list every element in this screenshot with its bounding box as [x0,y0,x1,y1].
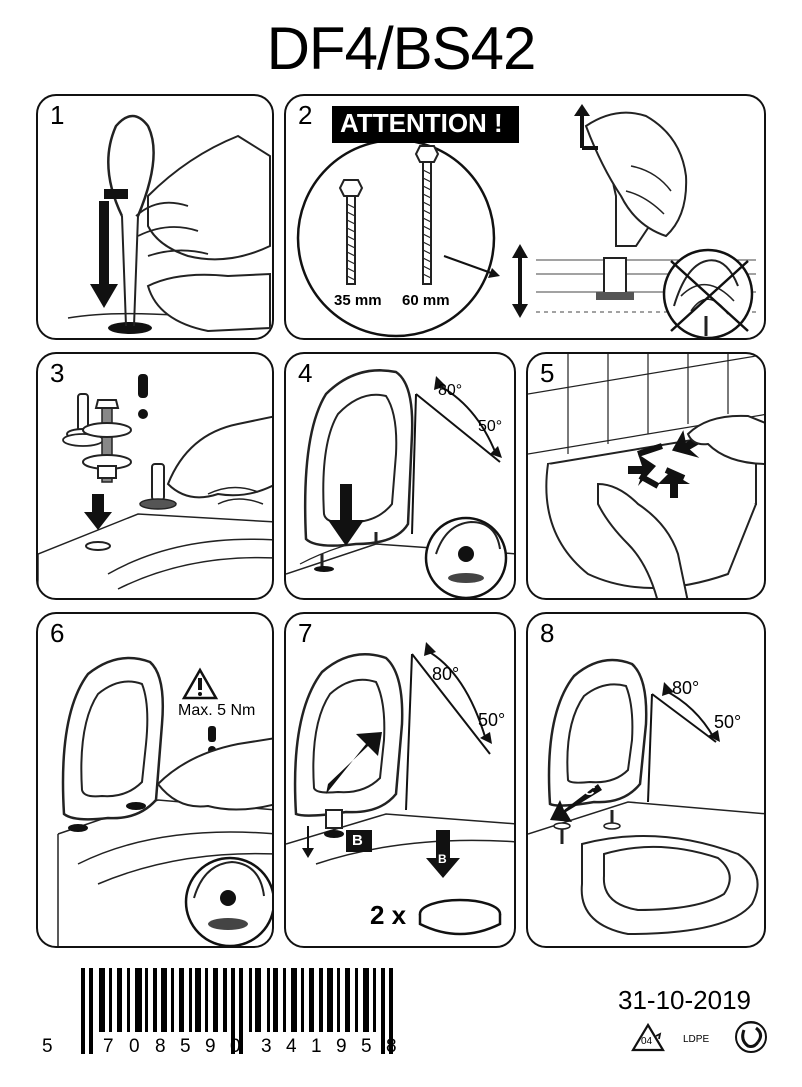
barcode-digit: 9 [205,1036,216,1057]
step-4-illustration [286,369,514,598]
step-5-illustration [528,354,764,598]
step-number: 6 [50,618,65,648]
label-c: C [584,782,595,799]
green-dot-icon [735,1021,767,1053]
barcode-digit: 8 [386,1036,397,1057]
step-3-panel: 3 [36,352,274,600]
barcode-digit: 5 [42,1036,53,1057]
step-number: 8 [540,618,555,648]
step-2-illustration [296,104,756,338]
step-5-panel: 5 [526,352,766,600]
bolt-60mm-label: 60 mm [402,292,450,309]
step-number: 2 [298,100,313,130]
barcode-digit: 1 [311,1036,322,1057]
angle-50-label: 50° [714,712,742,732]
barcode [81,968,393,1054]
step-4-panel: 4 80° 50° [284,352,516,600]
step-number: 1 [50,100,65,130]
step-number: 3 [50,358,65,388]
document-title: DF4/BS42 [266,15,537,82]
step-6-illustration [57,656,272,946]
step-7-illustration [286,642,514,936]
barcode-digit: 0 [230,1036,241,1057]
angle-50-label: 50° [478,418,503,435]
barcode-digit: 3 [261,1036,272,1057]
recycle-triangle-icon: 04 [630,1022,666,1054]
barcode-digit: 4 [286,1036,297,1057]
step-6-panel: 6 Max. 5 Nm [36,612,274,948]
angle-80-label: 80° [438,382,463,399]
step-number: 4 [298,358,313,388]
step-7-panel: 7 80° 50° A B B 2 x [284,612,516,948]
barcode-digit: 9 [336,1036,347,1057]
step-number: 7 [298,618,313,648]
print-date: 31-10-2019 [618,985,751,1015]
label-a: A [346,766,357,783]
step-1-panel: 1 [36,94,274,340]
step-number: 5 [540,358,555,388]
step-8-panel: 8 80° 50° C [526,612,766,948]
angle-80-label: 80° [672,678,700,698]
label-b: B [352,832,363,849]
barcode-digit: 5 [361,1036,372,1057]
recycle-code: 04 [641,1036,653,1047]
material-label: LDPE [683,1034,710,1045]
bolt-35mm-label: 35 mm [334,292,382,309]
angle-80-label: 80° [432,664,460,684]
barcode-digit: 8 [155,1036,166,1057]
label-b: B [438,852,447,866]
attention-banner: ATTENTION ! [332,106,519,143]
barcode-digit: 5 [180,1036,191,1057]
angle-50-label: 50° [478,710,506,730]
step-8-illustration [528,658,764,936]
barcode-digit: 0 [129,1036,140,1057]
step-3-illustration [38,374,272,598]
quantity-label: 2 x [370,900,407,930]
torque-limit-label: Max. 5 Nm [178,702,256,719]
barcode-digit: 7 [103,1036,114,1057]
step-2-panel: 2 ATTENTION ! 35 mm 60 mm [284,94,766,340]
step-1-illustration [67,114,271,334]
